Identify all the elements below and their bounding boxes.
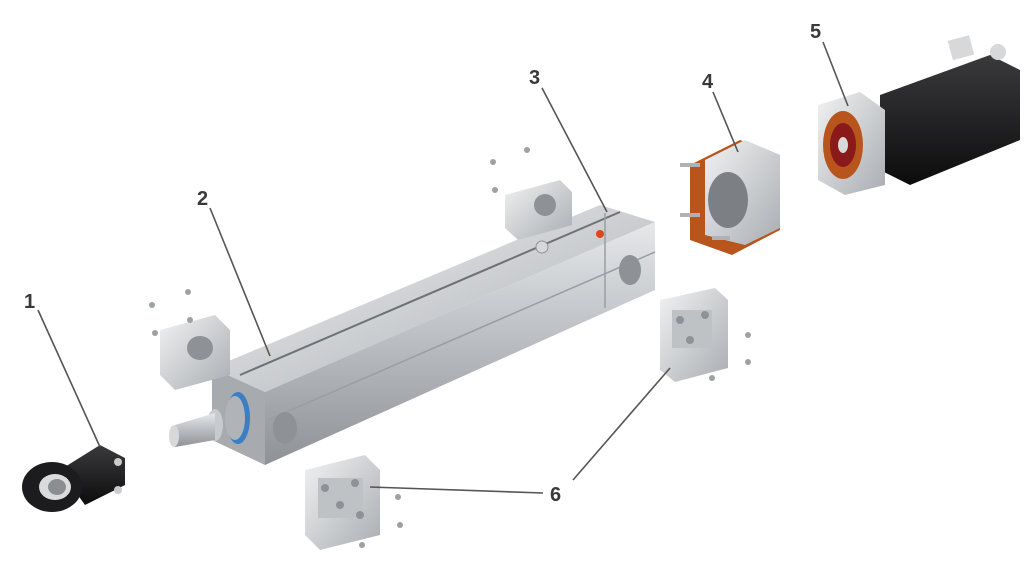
actuator-body [169, 205, 656, 465]
callout-2: 2 [197, 188, 208, 210]
servo-motor [818, 35, 1020, 195]
foot-mount-rear [660, 288, 751, 382]
callout-6: 6 [550, 484, 561, 506]
leader-line-6a [369, 486, 544, 494]
callout-5: 5 [810, 21, 821, 43]
mounting-block-top-right [490, 147, 572, 240]
leader-line-6b [572, 367, 671, 481]
foot-mount-front [305, 455, 403, 550]
rod-end-clevis [22, 445, 125, 512]
callout-4: 4 [702, 71, 714, 93]
leader-line-1 [37, 309, 101, 448]
leader-line-2 [209, 207, 271, 357]
mounting-block-top-left [149, 289, 230, 390]
leader-line-5 [822, 41, 849, 107]
status-marker-icon [596, 230, 604, 238]
callout-1: 1 [24, 291, 35, 313]
leader-line-4 [712, 91, 739, 153]
leader-lines [37, 41, 849, 494]
callout-3: 3 [529, 67, 540, 89]
motor-adapter [680, 140, 780, 255]
leader-line-3 [541, 87, 608, 213]
